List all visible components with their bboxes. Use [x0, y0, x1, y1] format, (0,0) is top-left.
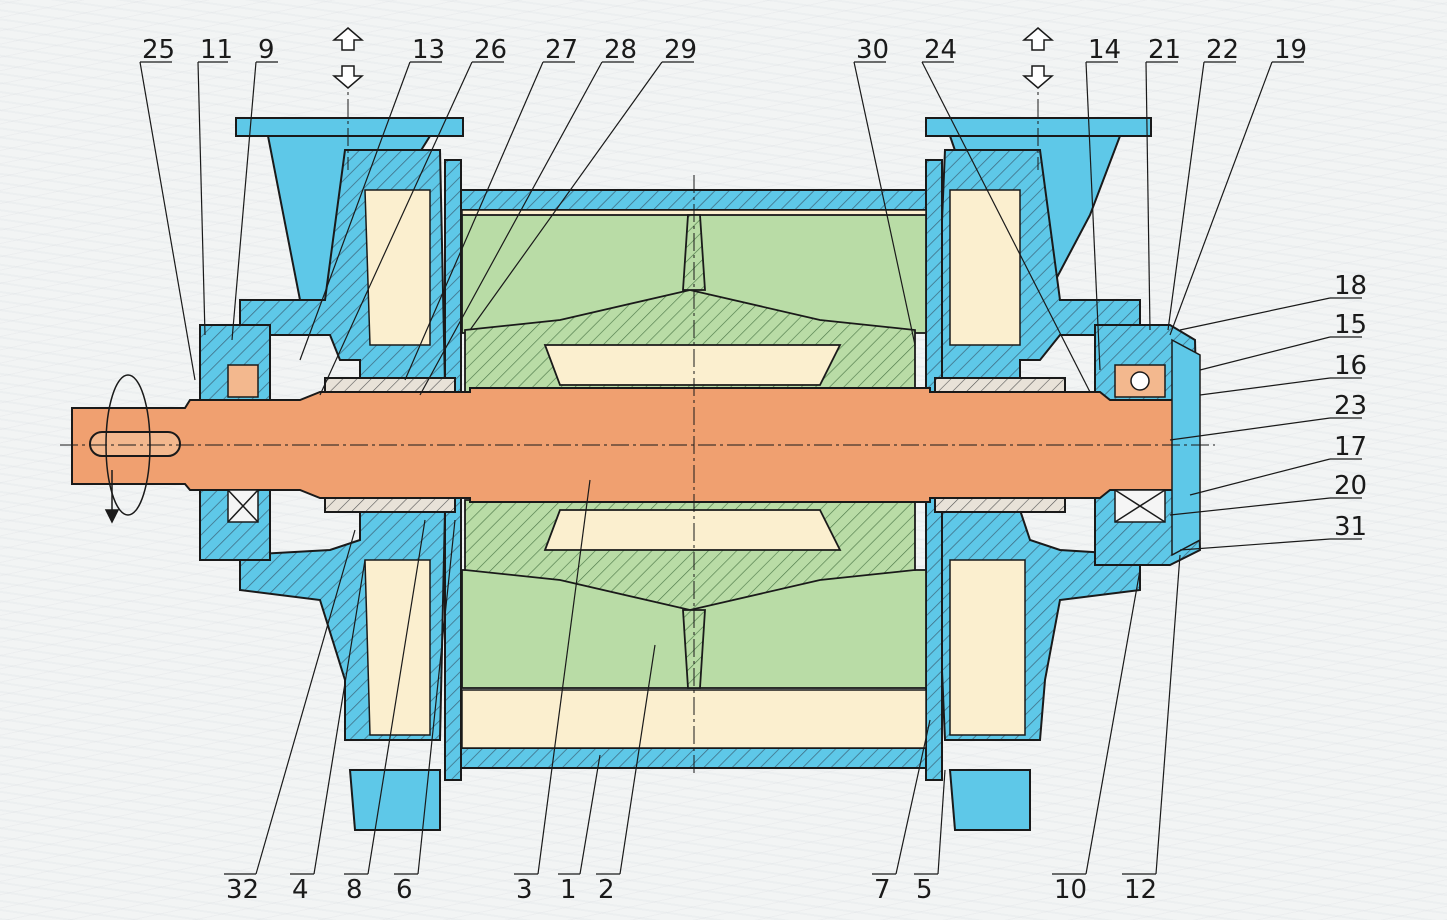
- callout-label: 10: [1054, 875, 1087, 905]
- callout-leader-line: [231, 61, 257, 341]
- callout-leader-line: [1189, 458, 1331, 496]
- callout-leader-line: [419, 61, 603, 396]
- callout-leader-line: [1169, 497, 1331, 516]
- callout-leader-line: [255, 529, 356, 875]
- callout-leader-line: [579, 754, 601, 875]
- callout-leader-line: [937, 769, 946, 875]
- callout-leader-line: [1085, 569, 1141, 875]
- right-shaft-sleeve-lower: [934, 497, 1066, 513]
- rotation-indicator: [104, 374, 151, 524]
- callout-label: 7: [874, 875, 891, 905]
- callout-leader-line: [313, 559, 366, 875]
- callout-leader-line: [537, 479, 591, 875]
- callout-label: 8: [346, 875, 363, 905]
- callout-label: 19: [1274, 35, 1307, 65]
- callout-label: 2: [598, 875, 615, 905]
- left-inlet-arrow-icon: [331, 27, 365, 51]
- callout-leader-line: [1169, 417, 1331, 441]
- pump-body-bottom-wall: [454, 747, 936, 769]
- right-bearing-cap: [1171, 338, 1201, 557]
- callout-label: 28: [604, 35, 637, 65]
- right-foot: [948, 769, 1031, 831]
- callout-leader-line: [1085, 61, 1101, 371]
- callout-label: 22: [1206, 35, 1239, 65]
- bearings: [227, 338, 1201, 557]
- impeller-blade-upper: [682, 214, 706, 291]
- callout-leader-line: [921, 61, 1091, 393]
- left-outlet-arrow-icon: [331, 65, 365, 89]
- callout-label: 25: [142, 35, 175, 65]
- callout-leader-line: [1155, 554, 1181, 875]
- callout-label: 11: [200, 35, 233, 65]
- shaft: [71, 377, 1191, 513]
- impeller-inner-cavity-lower: [543, 509, 842, 551]
- callout-label: 12: [1124, 875, 1157, 905]
- left-bearing-upper: [227, 364, 259, 398]
- callout-label: 21: [1148, 35, 1181, 65]
- callout-leader-line: [319, 61, 473, 396]
- callout-leader-line: [1199, 377, 1331, 396]
- callout-leader-line: [469, 61, 663, 331]
- callout-leader-line: [1179, 538, 1331, 551]
- callout-leader-line: [619, 644, 656, 875]
- callout-leader-line: [404, 61, 544, 381]
- callout-leader-line: [299, 61, 411, 361]
- left-shaft-sleeve-lower: [324, 497, 456, 513]
- callout-label: 18: [1334, 271, 1367, 301]
- callouts-bottom: 32 4 8 6 3 1 2 7 5 10 12: [226, 875, 1157, 905]
- callout-label: 24: [924, 35, 957, 65]
- callouts-top: 25 11 9 13 26 27 28 29 30 24 14 21 22 19: [142, 35, 1307, 65]
- callout-label: 14: [1088, 35, 1121, 65]
- callout-leader-line: [895, 719, 931, 875]
- callout-label: 15: [1334, 310, 1367, 340]
- callout-label: 3: [516, 875, 533, 905]
- callout-label: 31: [1334, 512, 1367, 542]
- flow-arrows: [331, 27, 1055, 89]
- rotation-arrow-icon: [104, 509, 120, 524]
- callouts-right: 18 15 16 23 17 20 31: [1334, 271, 1367, 542]
- callout-leader-line: [1145, 61, 1151, 331]
- callout-leader-line: [1199, 336, 1331, 371]
- callout-label: 17: [1334, 432, 1367, 462]
- impeller-inner-cavity-upper: [543, 344, 842, 386]
- callout-label: 30: [856, 35, 889, 65]
- right-shaft-sleeve: [934, 377, 1066, 393]
- left-port-flange: [235, 117, 464, 137]
- shaft-keyway: [89, 431, 181, 457]
- callout-label: 5: [916, 875, 933, 905]
- callout-leader-line: [1167, 61, 1205, 331]
- callout-leader-line: [853, 61, 916, 346]
- callout-label: 13: [412, 35, 445, 65]
- callout-label: 6: [396, 875, 413, 905]
- callout-label: 29: [664, 35, 697, 65]
- callout-label: 9: [258, 35, 275, 65]
- right-lower-cavity: [949, 559, 1026, 736]
- callout-leader-line: [367, 519, 426, 875]
- callout-label: 27: [545, 35, 578, 65]
- left-foot: [348, 769, 441, 831]
- right-outlet-arrow-icon: [1021, 65, 1055, 89]
- callout-label: 26: [474, 35, 507, 65]
- callout-leader-line: [417, 519, 456, 875]
- callout-leader-line: [197, 61, 206, 336]
- right-inlet-arrow-icon: [1021, 27, 1055, 51]
- callout-label: 20: [1334, 471, 1367, 501]
- left-shaft-sleeve: [324, 377, 456, 393]
- callout-leader-line: [139, 61, 196, 381]
- callout-label: 23: [1334, 391, 1367, 421]
- left-lower-cavity: [364, 559, 431, 736]
- leader-lines: [139, 61, 1362, 875]
- left-upper-cavity: [364, 189, 431, 346]
- callout-label: 16: [1334, 351, 1367, 381]
- right-upper-cavity: [949, 189, 1021, 346]
- callout-label: 4: [292, 875, 309, 905]
- callout-label: 1: [560, 875, 577, 905]
- callout-label: 32: [226, 875, 259, 905]
- callout-leader-line: [1179, 297, 1331, 331]
- callout-leader-line: [1169, 61, 1273, 336]
